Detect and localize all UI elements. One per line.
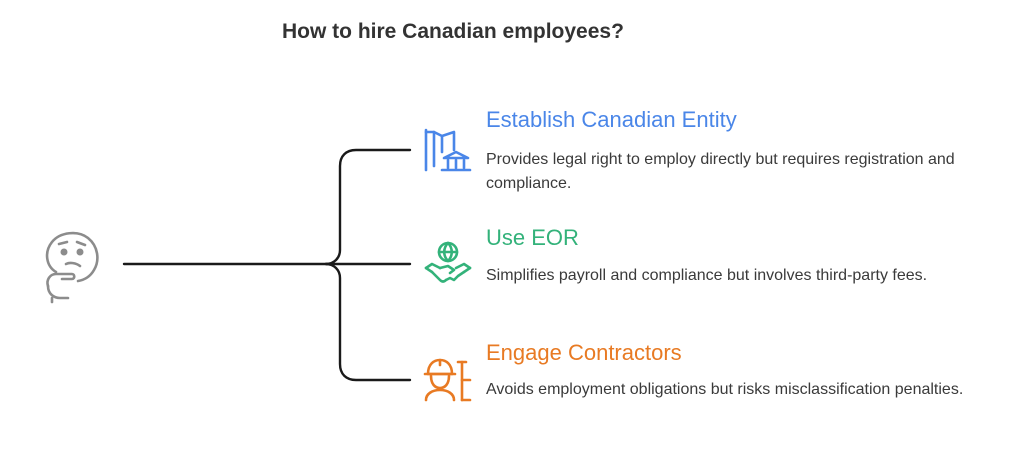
branch-line-top bbox=[324, 148, 412, 266]
thinking-face-icon bbox=[45, 231, 99, 304]
option-title-eor: Use EOR bbox=[486, 225, 579, 250]
option-title-entity: Establish Canadian Entity bbox=[486, 107, 737, 132]
handshake-globe-icon bbox=[424, 241, 472, 283]
option-description-eor: Simplifies payroll and compliance but in… bbox=[486, 267, 928, 284]
option-description-entity: Provides legal right to employ directly … bbox=[486, 151, 955, 192]
option-title-contractors: Engage Contractors bbox=[486, 340, 682, 365]
bank-building-icon bbox=[424, 128, 472, 172]
worker-contract-icon bbox=[423, 358, 472, 402]
diagram-title: How to hire Canadian employees? bbox=[282, 20, 624, 43]
option-description-contractors: Avoids employment obligations but risks … bbox=[486, 381, 964, 398]
branch-line-bottom bbox=[324, 262, 412, 382]
